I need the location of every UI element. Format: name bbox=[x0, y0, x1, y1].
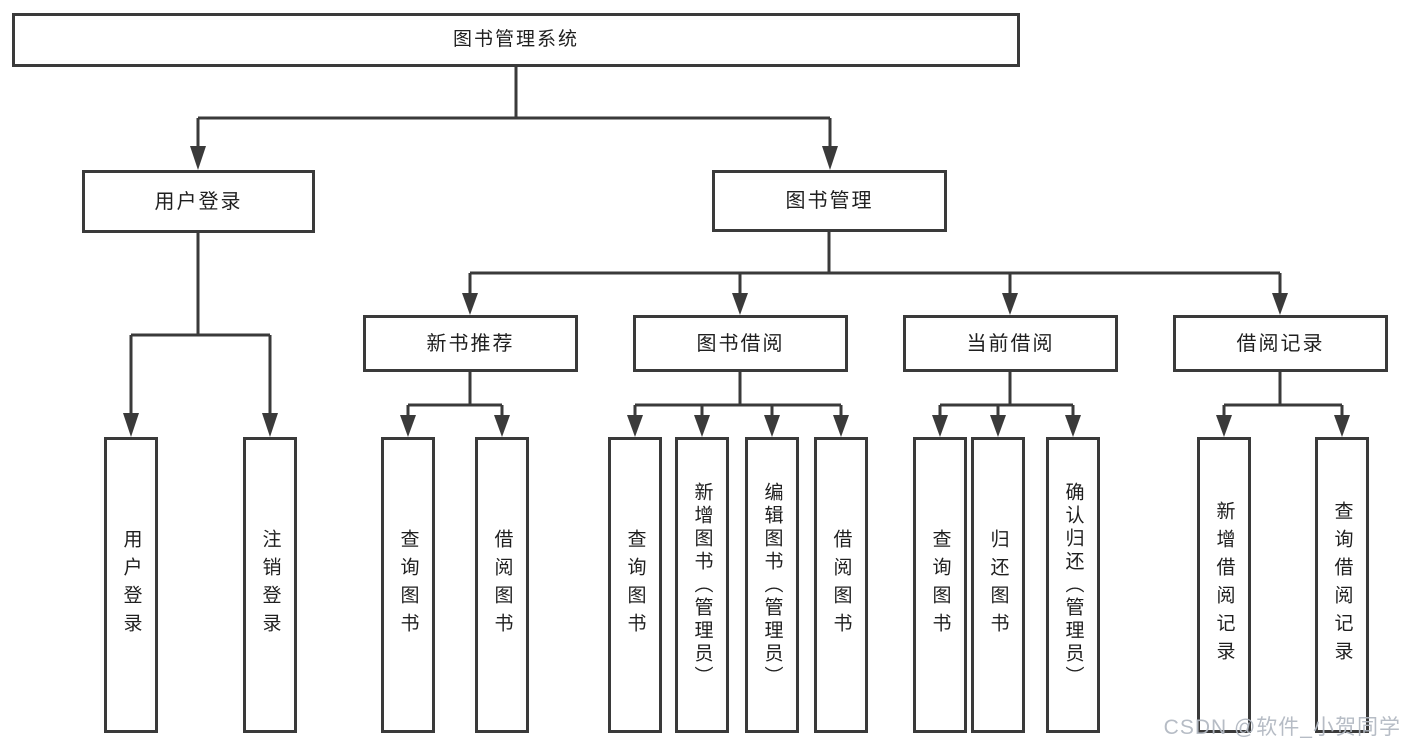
node-book-borrowing: 图书借阅 bbox=[633, 315, 848, 372]
node-user-login: 用户登录 bbox=[82, 170, 315, 233]
leaf-query-books-borrowing: 查询图书 bbox=[608, 437, 662, 733]
leaf-edit-books-admin: 编辑图书（管理员） bbox=[745, 437, 799, 733]
leaf-confirm-return-admin: 确认归还（管理员） bbox=[1046, 437, 1100, 733]
leaf-borrow-books-recommend: 借阅图书 bbox=[475, 437, 529, 733]
leaf-user-login: 用户登录 bbox=[104, 437, 158, 733]
leaf-query-borrow-record: 查询借阅记录 bbox=[1315, 437, 1369, 733]
leaf-borrow-books-borrowing: 借阅图书 bbox=[814, 437, 868, 733]
leaf-return-books: 归还图书 bbox=[971, 437, 1025, 733]
node-new-book-recommend: 新书推荐 bbox=[363, 315, 578, 372]
leaf-query-books-current: 查询图书 bbox=[913, 437, 967, 733]
csdn-watermark: CSDN @软件_小贺同学 bbox=[1163, 716, 1401, 739]
leaf-add-books-admin: 新增图书（管理员） bbox=[675, 437, 729, 733]
leaf-query-books-recommend: 查询图书 bbox=[381, 437, 435, 733]
node-borrowing-records: 借阅记录 bbox=[1173, 315, 1388, 372]
node-library-management-system: 图书管理系统 bbox=[12, 13, 1020, 67]
leaf-logout-login: 注销登录 bbox=[243, 437, 297, 733]
leaf-add-borrow-record: 新增借阅记录 bbox=[1197, 437, 1251, 733]
node-current-borrowing: 当前借阅 bbox=[903, 315, 1118, 372]
node-book-management: 图书管理 bbox=[712, 170, 947, 232]
